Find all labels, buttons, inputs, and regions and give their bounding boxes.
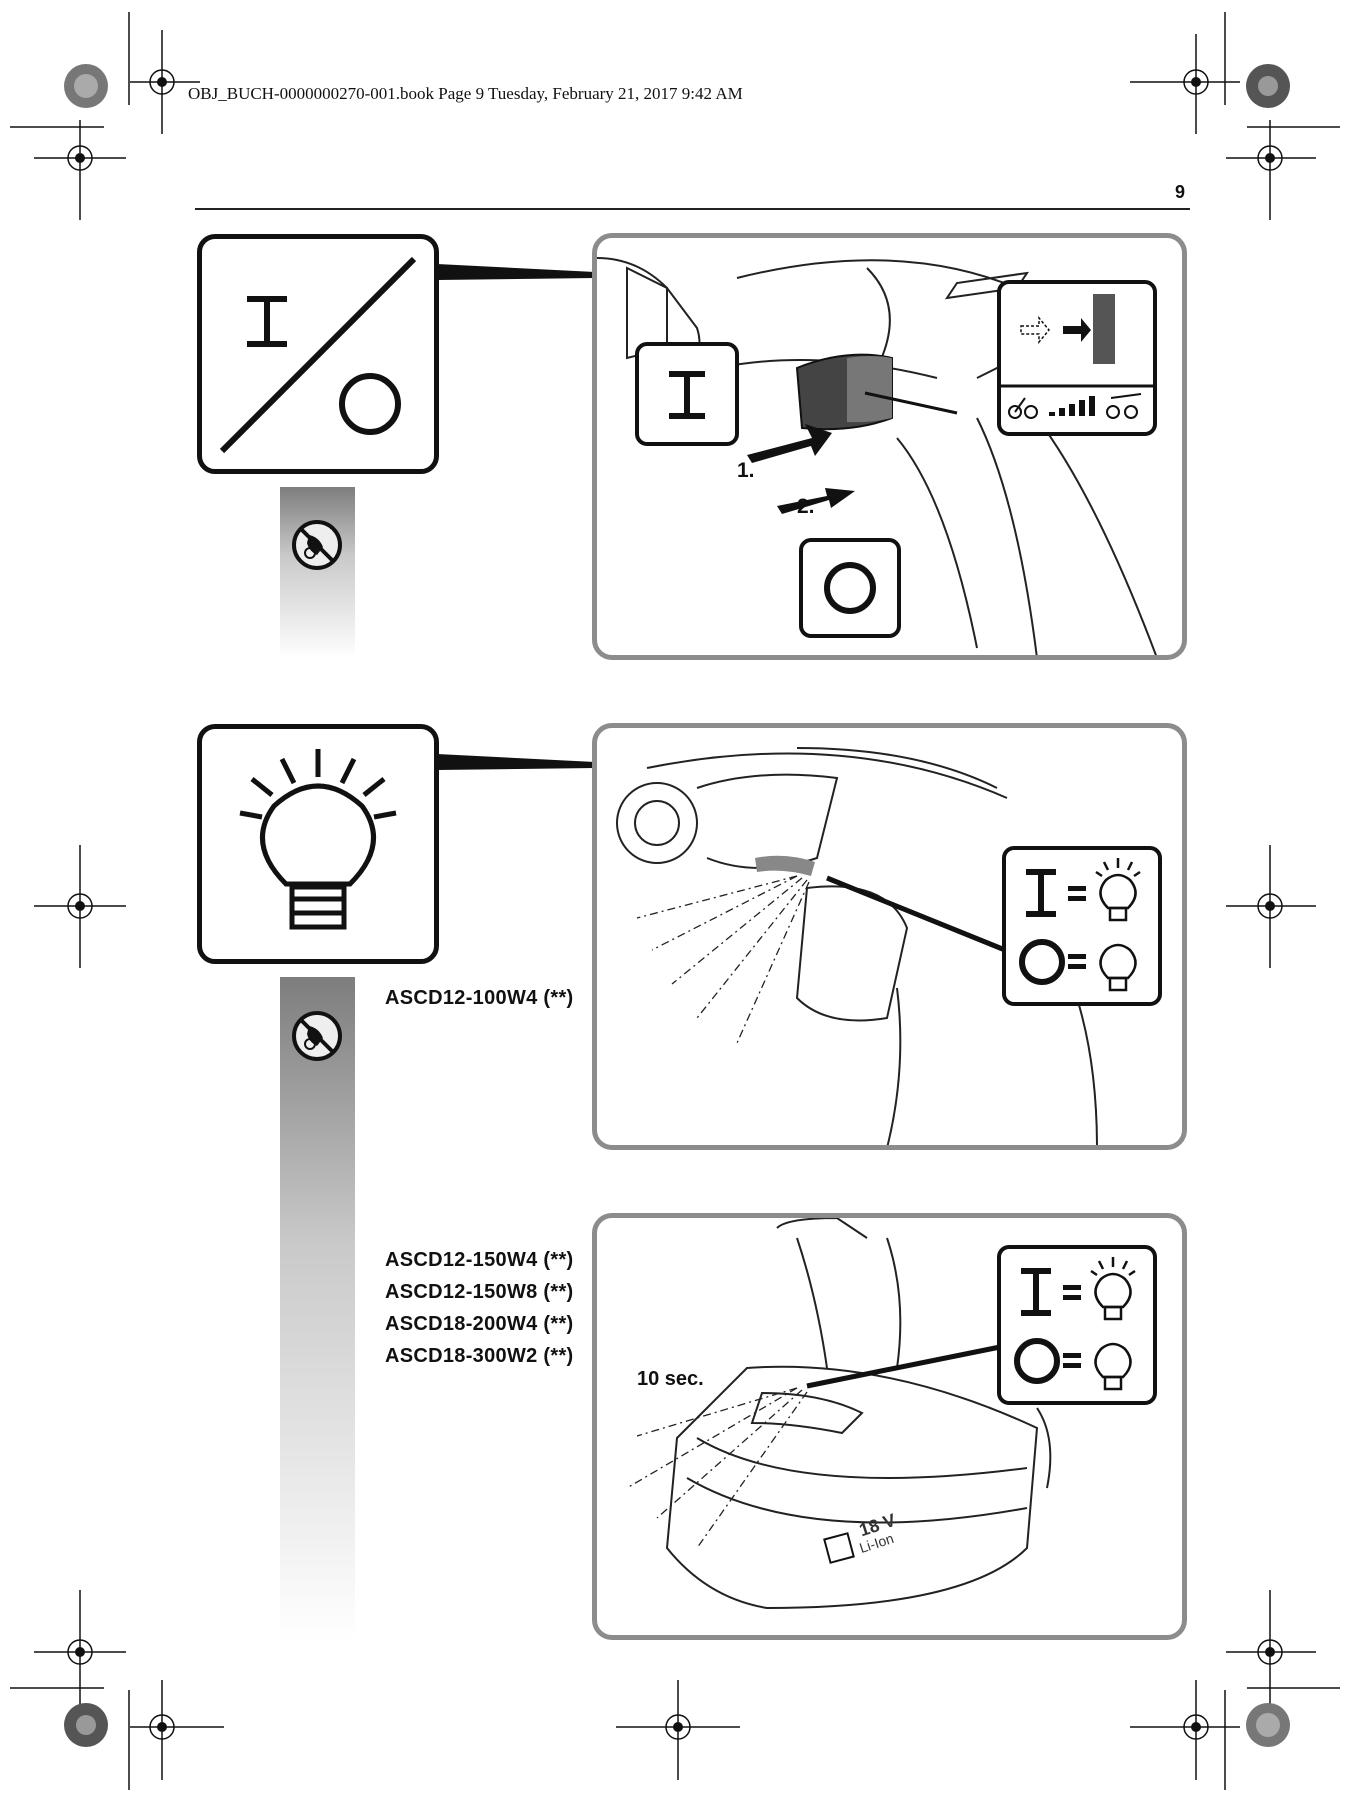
model-label: ASCD18-200W4 (**) bbox=[385, 1313, 574, 1335]
speed-selector-box bbox=[997, 280, 1157, 436]
on-position-box bbox=[635, 342, 739, 446]
header-rule bbox=[195, 208, 1190, 210]
on-off-symbol-box bbox=[197, 234, 439, 474]
model-label: ASCD18-300W2 (**) bbox=[385, 1345, 574, 1367]
on-symbol-icon bbox=[669, 371, 705, 419]
timer-label: 10 sec. bbox=[637, 1368, 704, 1390]
switch-illustration-panel: 1. 2. bbox=[592, 233, 1187, 660]
file-header: OBJ_BUCH-0000000270-001.book Page 9 Tues… bbox=[188, 84, 743, 103]
speed-bars-icon bbox=[1049, 396, 1095, 416]
registration-mark-icon bbox=[34, 30, 1316, 1780]
battery-light-legend bbox=[1014, 1257, 1136, 1391]
page-number: 9 bbox=[1175, 182, 1186, 202]
power-switch-icon bbox=[219, 256, 417, 454]
side-bar bbox=[280, 977, 355, 1641]
bicycle-fast-icon bbox=[1106, 393, 1142, 419]
off-position-box bbox=[799, 538, 901, 638]
light-mode-box bbox=[1002, 846, 1162, 1006]
tool-drawing bbox=[597, 257, 1157, 655]
callout-pointer bbox=[437, 754, 595, 770]
battery-light-mode-box bbox=[997, 1245, 1157, 1405]
battery-drawing bbox=[626, 1218, 1052, 1610]
tool-front-drawing bbox=[616, 747, 1098, 1145]
model-label: ASCD12-150W4 (**) bbox=[385, 1249, 574, 1271]
light-bulb-icon bbox=[239, 749, 397, 930]
side-bar bbox=[280, 487, 355, 659]
light-mode-legend bbox=[1019, 858, 1141, 992]
step-1-label: 1. bbox=[737, 459, 755, 482]
light-illustration-panel bbox=[592, 723, 1187, 1150]
callout-pointer bbox=[437, 264, 595, 280]
no-electronics-touch-icon bbox=[292, 1011, 342, 1061]
battery-illustration-panel: 18 V Li-Ion 10 sec. bbox=[592, 1213, 1187, 1640]
light-symbol-box bbox=[197, 724, 439, 964]
no-electronics-touch-icon bbox=[292, 520, 342, 570]
step-2-label: 2. bbox=[797, 495, 815, 518]
model-label: ASCD12-150W8 (**) bbox=[385, 1281, 574, 1303]
off-symbol-icon bbox=[824, 562, 876, 614]
model-label: ASCD12-100W4 (**) bbox=[385, 987, 574, 1009]
speed-selector-detail bbox=[1001, 294, 1153, 419]
bicycle-slow-icon bbox=[1008, 397, 1038, 419]
